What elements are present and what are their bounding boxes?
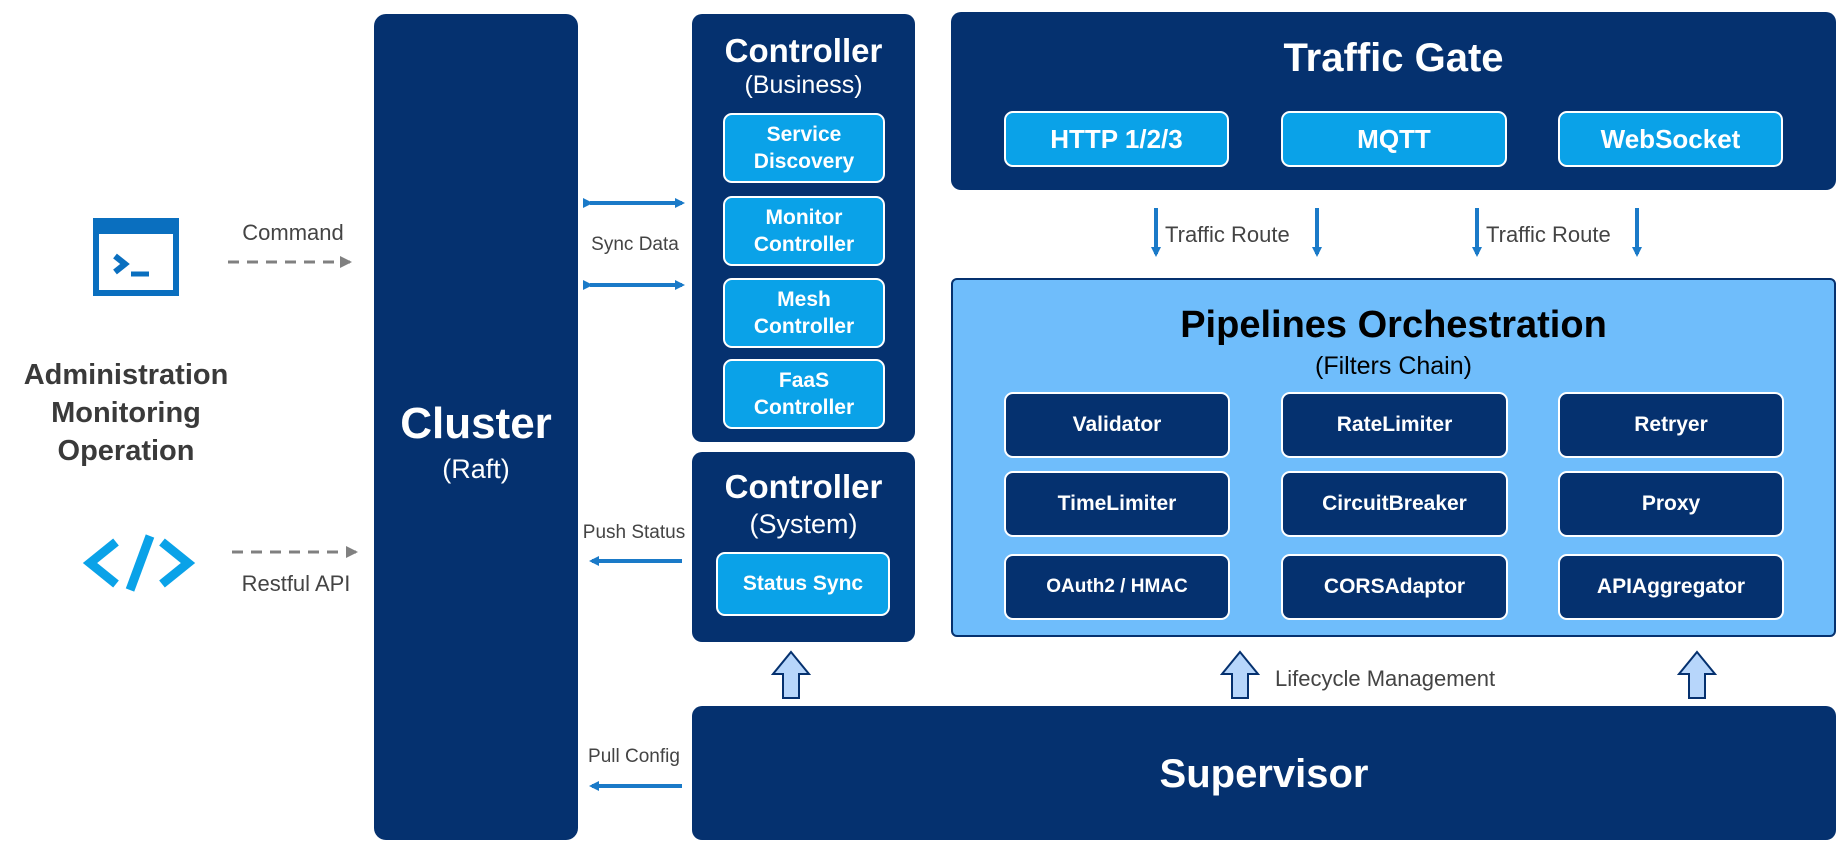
- controller-business-box: Controller (Business) Service Discovery …: [692, 14, 915, 442]
- filter-apiaggregator[interactable]: APIAggregator: [1558, 554, 1784, 620]
- controller-system-box: Controller (System) Status Sync: [692, 452, 915, 642]
- filter-corsadaptor[interactable]: CORSAdaptor: [1281, 554, 1508, 620]
- lifecycle-arrow-pipelines-1: [1219, 650, 1261, 699]
- supervisor-title: Supervisor: [1159, 752, 1369, 796]
- traffic-route-label-2: Traffic Route: [1486, 222, 1611, 247]
- traffic-route-label-1: Traffic Route: [1165, 222, 1290, 247]
- websocket-protocol-button[interactable]: WebSocket: [1558, 111, 1783, 167]
- traffic-gate-box: Traffic Gate HTTP 1/2/3 MQTT WebSocket: [951, 12, 1836, 190]
- controller-system-title: Controller: [724, 468, 883, 505]
- supervisor-box: Supervisor: [692, 706, 1836, 840]
- command-label: Command: [242, 220, 344, 245]
- cluster-title: Cluster: [400, 399, 552, 448]
- code-icon: [82, 532, 196, 594]
- traffic-gate-title: Traffic Gate: [1283, 36, 1504, 80]
- controller-business-title: Controller: [724, 32, 883, 69]
- lifecycle-arrow-controller: [770, 650, 812, 699]
- controller-system-subtitle: (System): [749, 509, 858, 539]
- filter-validator[interactable]: Validator: [1004, 392, 1230, 458]
- controller-business-subtitle: (Business): [744, 71, 863, 99]
- admin-line-2: Monitoring: [51, 397, 201, 429]
- pipelines-box: Pipelines Orchestration (Filters Chain) …: [951, 278, 1836, 637]
- http-protocol-button[interactable]: HTTP 1/2/3: [1004, 111, 1229, 167]
- filter-oauth2-hmac[interactable]: OAuth2 / HMAC: [1004, 554, 1230, 620]
- pull-config-label: Pull Config: [588, 746, 680, 767]
- filter-proxy[interactable]: Proxy: [1558, 471, 1784, 537]
- lifecycle-arrow-pipelines-2: [1676, 650, 1718, 699]
- filter-ratelimiter[interactable]: RateLimiter: [1281, 392, 1508, 458]
- monitor-controller-button[interactable]: Monitor Controller: [723, 196, 885, 266]
- pipelines-title: Pipelines Orchestration: [1180, 304, 1607, 346]
- admin-title: Administration Monitoring Operation: [0, 356, 252, 470]
- admin-line-1: Administration: [23, 359, 229, 391]
- cluster-subtitle: (Raft): [442, 454, 510, 484]
- filter-retryer[interactable]: Retryer: [1558, 392, 1784, 458]
- mqtt-protocol-button[interactable]: MQTT: [1281, 111, 1507, 167]
- pipelines-subtitle: (Filters Chain): [1315, 352, 1472, 380]
- terminal-icon: [93, 218, 179, 296]
- cluster-box: Cluster (Raft): [374, 14, 578, 840]
- push-status-label: Push Status: [582, 522, 686, 543]
- filter-timelimiter[interactable]: TimeLimiter: [1004, 471, 1230, 537]
- service-discovery-button[interactable]: Service Discovery: [723, 113, 885, 183]
- lifecycle-management-label: Lifecycle Management: [1275, 666, 1496, 691]
- sync-data-label: Sync Data: [591, 234, 679, 255]
- faas-controller-button[interactable]: FaaS Controller: [723, 359, 885, 429]
- status-sync-button[interactable]: Status Sync: [716, 552, 890, 616]
- admin-line-3: Operation: [57, 435, 195, 467]
- restful-label: Restful API: [241, 571, 351, 596]
- mesh-controller-button[interactable]: Mesh Controller: [723, 278, 885, 348]
- filter-circuitbreaker[interactable]: CircuitBreaker: [1281, 471, 1508, 537]
